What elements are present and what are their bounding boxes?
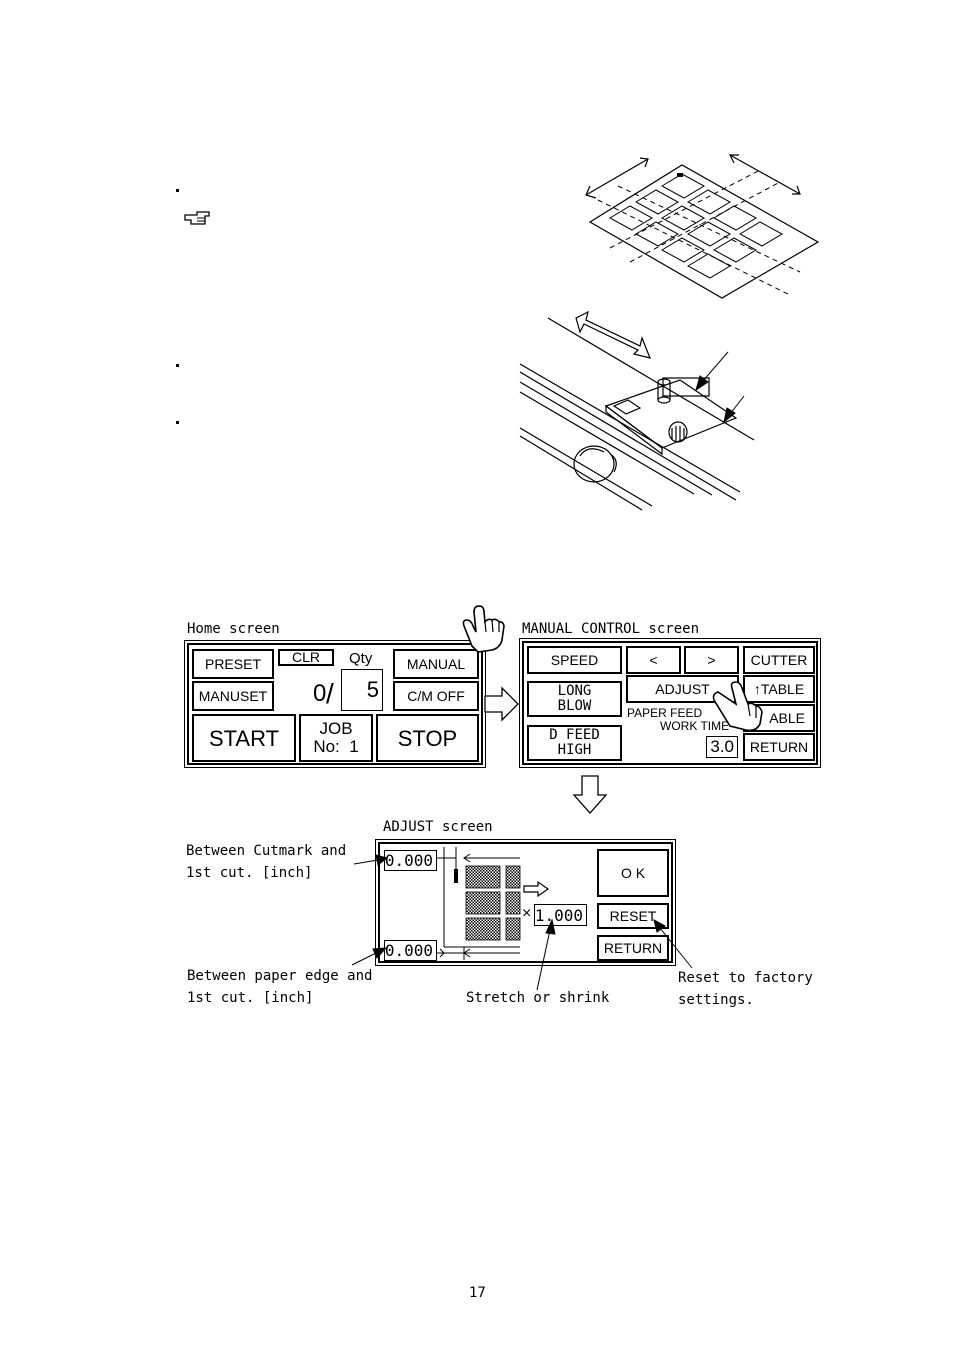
d-feed-line-1: D FEED [549, 727, 600, 743]
qty-label: Qty [349, 650, 373, 667]
arrow-down-icon [572, 775, 608, 815]
cutmark-annotation-line-1: Between Cutmark and [186, 843, 347, 859]
count-value: 0 [313, 680, 327, 707]
manual-button[interactable]: MANUAL [393, 649, 479, 679]
bullet-2 [176, 364, 179, 367]
reset-annotation-line-2: settings. [678, 992, 754, 1008]
d-feed-line-2: HIGH [557, 742, 592, 758]
cutter-button[interactable]: CUTTER [743, 646, 815, 674]
long-blow-button[interactable]: LONG BLOW [527, 681, 622, 717]
long-blow-line-2: BLOW [557, 698, 592, 714]
page-number: 17 [469, 1285, 486, 1301]
work-time-label: WORK TIME [660, 719, 730, 733]
speed-up-button[interactable]: > [684, 646, 739, 674]
ok-button[interactable]: O K [597, 849, 669, 897]
tap-hand-adjust-icon [710, 674, 766, 734]
edge-annotation-line-1: Between paper edge and [187, 968, 373, 984]
reference-icon [183, 208, 213, 228]
cutmark-annotation-line-2: 1st cut. [inch] [186, 865, 313, 881]
preset-button[interactable]: PRESET [192, 649, 274, 679]
tap-hand-icon [458, 598, 508, 654]
manuset-button[interactable]: MANUSET [192, 681, 274, 711]
arrow-right-icon [484, 686, 520, 722]
cm-off-button[interactable]: C/M OFF [393, 681, 479, 711]
return-button[interactable]: RETURN [743, 733, 815, 761]
stop-button[interactable]: STOP [376, 714, 479, 762]
start-button[interactable]: START [192, 714, 296, 762]
edge-annotation-line-2: 1st cut. [inch] [187, 990, 314, 1006]
stretch-annotation: Stretch or shrink [466, 990, 610, 1006]
scale-value[interactable]: 1.000 [534, 904, 587, 926]
bullet-3 [176, 421, 179, 424]
home-screen-panel: PRESET CLR Qty MANUAL MANUSET 0 / 5 C/M … [184, 640, 486, 768]
speed-button[interactable]: SPEED [527, 646, 622, 674]
adjust-screen-caption: ADJUST screen [383, 819, 493, 835]
job-button[interactable]: JOB No: 1 [299, 714, 373, 762]
long-blow-line-1: LONG [557, 683, 592, 699]
manual-screen-caption: MANUAL CONTROL screen [522, 621, 700, 637]
paper-edge-offset-value[interactable]: 0.000 [384, 940, 437, 961]
qty-value[interactable]: 5 [341, 669, 383, 711]
scale-prefix: × [522, 905, 532, 922]
table-up-button[interactable]: ↑TABLE [743, 675, 815, 703]
job-label: JOB [319, 719, 353, 738]
job-number: No: 1 [313, 737, 359, 756]
manual-screen-panel: SPEED < > CUTTER LONG BLOW ADJUST ↑TABLE… [519, 638, 821, 768]
paper-feed-label: PAPER FEED [627, 706, 703, 720]
count-slash: / [326, 678, 334, 709]
bullet-1 [176, 189, 179, 192]
home-screen-caption: Home screen [187, 621, 280, 637]
adjust-button[interactable]: ADJUST [626, 675, 739, 703]
d-feed-button[interactable]: D FEED HIGH [527, 725, 622, 761]
reset-annotation-line-1: Reset to factory [678, 970, 813, 986]
adjust-return-button[interactable]: RETURN [597, 935, 669, 961]
adjust-screen-panel: 0.000 0.000 × 1.000 O K RESET RETURN [375, 839, 676, 966]
clr-button[interactable]: CLR [278, 649, 334, 666]
work-time-value[interactable]: 3.0 [706, 736, 738, 758]
speed-down-button[interactable]: < [626, 646, 681, 674]
